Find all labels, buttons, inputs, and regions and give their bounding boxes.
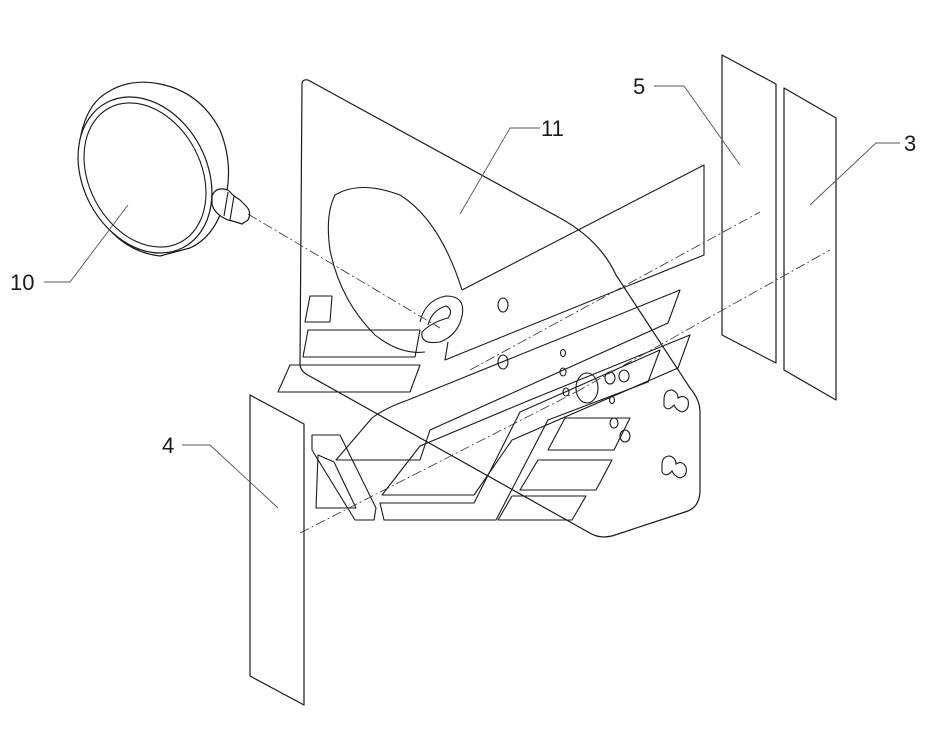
- decal-strip-part-4: [249, 394, 305, 706]
- callout-4: 4: [162, 433, 174, 458]
- bracket-plate-part-11: [299, 79, 705, 538]
- mount-hole: [497, 297, 509, 313]
- mount-hole: [559, 348, 567, 358]
- assembly-centerlines: [247, 211, 831, 534]
- callout-5: 5: [633, 74, 645, 99]
- callout-labels: 10 11 5 3 4: [10, 74, 916, 458]
- label-strips: [277, 289, 691, 521]
- decal-strip-part-5: [721, 54, 777, 364]
- bend-strip: [444, 164, 705, 361]
- callout-10: 10: [10, 270, 34, 295]
- mount-hole: [609, 417, 619, 429]
- lamp-connector: [211, 188, 251, 225]
- figure-eight-slot: [663, 389, 689, 413]
- callout-3: 3: [904, 131, 916, 156]
- round-lamp-part-10: [77, 81, 251, 257]
- leader-lines: [44, 85, 900, 509]
- center-bore: [575, 372, 599, 404]
- decal-strip-part-3: [783, 87, 837, 401]
- callout-11: 11: [541, 116, 564, 141]
- light-opening: [327, 187, 463, 353]
- lamp-lens: [77, 96, 213, 254]
- mount-hole: [618, 369, 630, 383]
- mount-slot: [419, 295, 464, 344]
- figure-eight-slot: [661, 455, 687, 479]
